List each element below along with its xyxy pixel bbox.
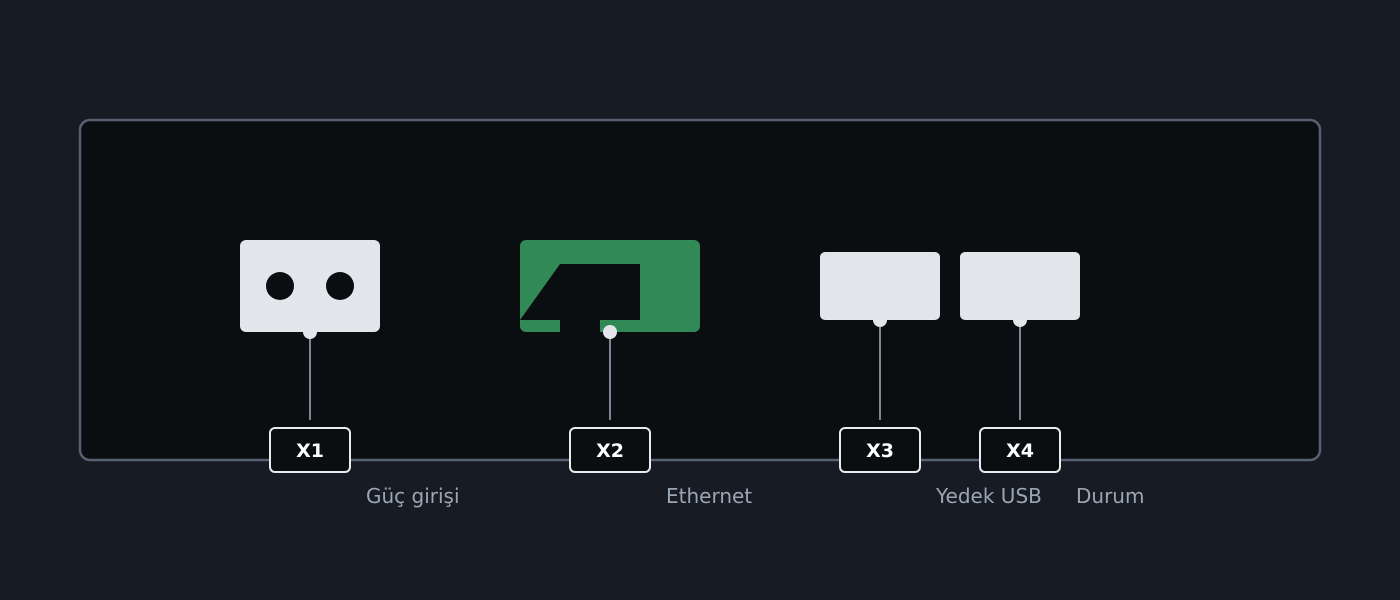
tag-x4-label: X4 [1006, 440, 1034, 462]
tag-x1-label: X1 [296, 440, 324, 462]
caption-x3: Yedek USB [935, 484, 1042, 508]
tag-x1[interactable]: X1 [269, 427, 351, 473]
port-x3[interactable] [820, 252, 940, 420]
tag-x4[interactable]: X4 [979, 427, 1061, 473]
usb-port-icon [960, 252, 1080, 320]
tag-x2[interactable]: X2 [569, 427, 651, 473]
connector-dot-x2 [603, 325, 617, 339]
tag-x2-label: X2 [596, 440, 624, 462]
caption-x4: Durum [1076, 484, 1144, 508]
tag-x3-label: X3 [866, 440, 894, 462]
connector-dot-x1 [303, 325, 317, 339]
connector-dot-x4 [1013, 313, 1027, 327]
port-x1[interactable] [240, 240, 380, 420]
power-socket-icon [240, 240, 380, 332]
usb-port-icon [820, 252, 940, 320]
ethernet-port-icon [520, 240, 700, 332]
port-x2[interactable] [520, 240, 700, 420]
tag-x3[interactable]: X3 [839, 427, 921, 473]
port-x4[interactable] [960, 252, 1080, 420]
caption-x2: Ethernet [666, 484, 752, 508]
connector-dot-x3 [873, 313, 887, 327]
caption-x1: Güç girişi [366, 484, 460, 508]
